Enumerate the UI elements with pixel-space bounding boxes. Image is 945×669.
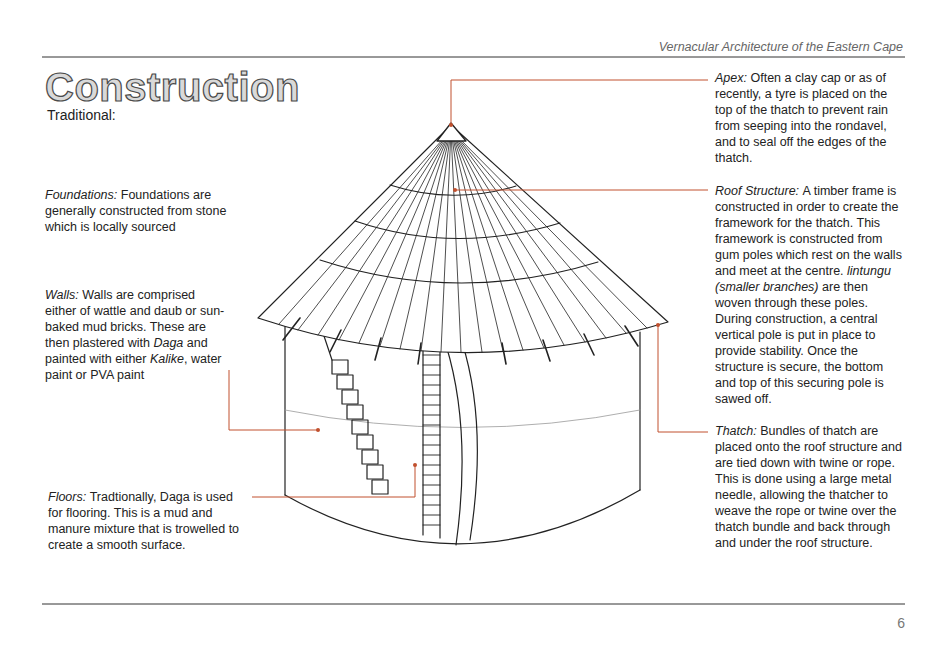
mud-brick xyxy=(362,450,378,464)
callout-term: Thatch: xyxy=(715,424,757,438)
running-header: Vernacular Architecture of the Eastern C… xyxy=(659,39,903,55)
roof-ring xyxy=(320,260,598,283)
leader-dot xyxy=(453,188,457,192)
leader-dots xyxy=(316,123,660,467)
mud-brick xyxy=(357,435,373,449)
callout-text: Walls:Walls are comprised either of watt… xyxy=(45,287,225,383)
roof-cone xyxy=(258,125,668,353)
callout-term: Walls: xyxy=(45,288,79,302)
callout-body: are then woven through these poles. Duri… xyxy=(715,280,884,406)
leader-line xyxy=(455,190,708,191)
callout-term: Daga xyxy=(153,336,183,350)
wall-course xyxy=(285,410,640,428)
wattle-pole xyxy=(439,345,440,538)
leader-dot xyxy=(449,123,453,127)
callout-text: Roof Structure:A timber frame is constru… xyxy=(715,183,905,407)
apex-cap xyxy=(437,123,466,141)
callout-body: A timber frame is constructed in order t… xyxy=(715,184,902,278)
thatch-lines xyxy=(279,130,647,352)
callout-term: Foundations: xyxy=(45,188,117,202)
wall-base xyxy=(285,490,640,544)
leader-line xyxy=(451,80,708,124)
section-subheading: Traditional: xyxy=(47,106,116,124)
leader-dot xyxy=(413,463,417,467)
wattle-rungs xyxy=(423,355,440,525)
mud-brick xyxy=(367,465,383,479)
mud-brick xyxy=(337,375,353,389)
daub-cut xyxy=(462,342,477,540)
mud-brick xyxy=(342,390,358,404)
daub-cut xyxy=(446,345,462,545)
leader-line xyxy=(658,326,708,432)
leader-dot xyxy=(316,428,320,432)
wattle-pole xyxy=(422,345,423,535)
leader-line xyxy=(229,370,318,430)
callout-term: Floors: xyxy=(48,490,86,504)
roof-ring xyxy=(355,221,560,239)
footer-rule xyxy=(42,604,905,605)
callout-term: Apex: xyxy=(715,71,747,85)
leader-dot xyxy=(656,323,660,327)
rondavel-drawing xyxy=(258,123,668,545)
callout-body: Often a clay cap or as of recently, a ty… xyxy=(715,71,888,165)
header-rule xyxy=(42,57,905,58)
callout-term: Kalike xyxy=(150,352,184,366)
callout-text: Floors:Tradtionally, Daga is used for fl… xyxy=(48,489,248,553)
mud-brick xyxy=(332,360,348,374)
callout-term: Roof Structure: xyxy=(715,184,799,198)
mud-brick xyxy=(347,405,363,419)
mud-brick xyxy=(352,420,368,434)
leader-lines xyxy=(229,80,708,497)
page-number: 6 xyxy=(897,614,905,632)
wall-outline xyxy=(639,332,640,490)
wall-outline xyxy=(284,326,285,495)
callout-text: Apex:Often a clay cap or as of recently,… xyxy=(715,70,905,166)
callout-body: Bundles of thatch are placed onto the ro… xyxy=(715,424,902,550)
leader-line xyxy=(252,466,415,497)
page-title: Construction xyxy=(45,64,300,110)
callout-text: Foundations:Foundations are generally co… xyxy=(45,187,250,235)
callout-text: Thatch:Bundles of thatch are placed onto… xyxy=(715,423,905,551)
mud-brick xyxy=(372,480,388,494)
roof-pole-ends xyxy=(283,318,638,364)
